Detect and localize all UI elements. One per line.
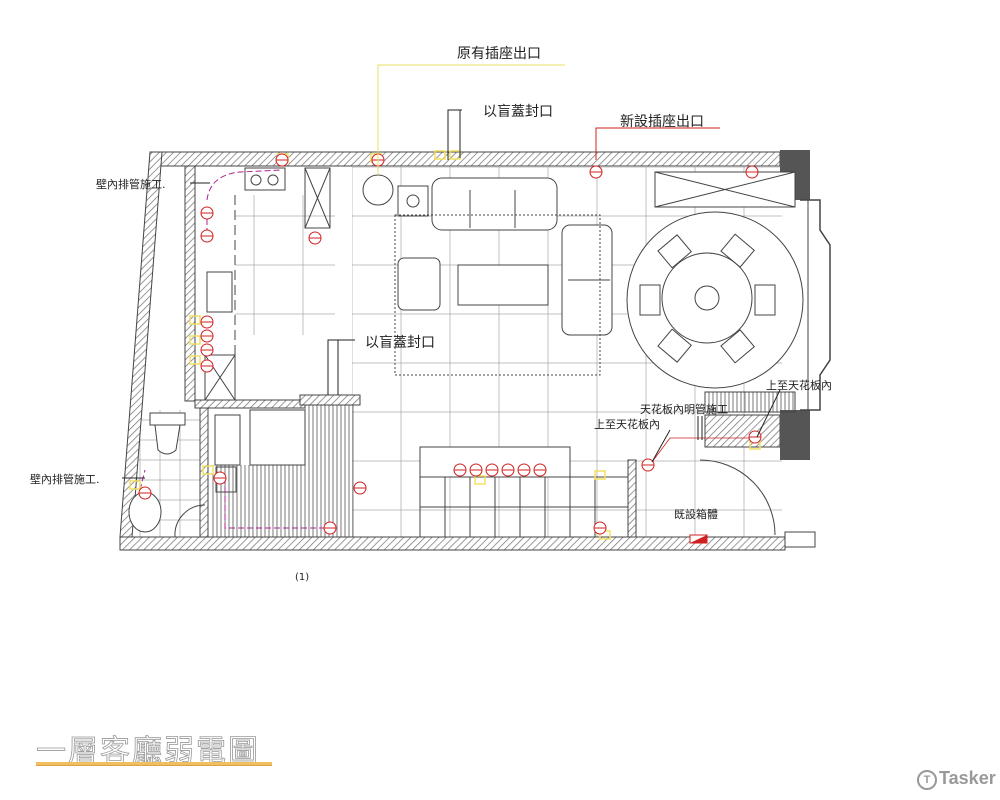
ceiling-conduit bbox=[651, 437, 755, 463]
marker-box bbox=[202, 465, 214, 475]
marker-box bbox=[189, 335, 201, 345]
outlet-symbol bbox=[517, 463, 531, 477]
marker-box bbox=[129, 480, 141, 490]
outlet-symbol bbox=[501, 463, 515, 477]
outlet-symbol bbox=[641, 458, 655, 472]
outlet-symbol bbox=[138, 486, 152, 500]
label-new-outlet: 新設插座出口 bbox=[620, 114, 704, 130]
label-wall-conduit-bottom: 壁內排管施工. bbox=[30, 472, 100, 486]
outlet-symbol bbox=[469, 463, 483, 477]
outlet-symbol bbox=[275, 153, 289, 167]
label-up-to-ceiling-left: 上至天花板內 bbox=[594, 417, 660, 431]
outlets bbox=[138, 153, 762, 535]
title-underline bbox=[36, 762, 272, 766]
outlet-symbol bbox=[200, 329, 214, 343]
outlet-symbol bbox=[200, 229, 214, 243]
dining-area bbox=[626, 171, 804, 536]
label-existing-outlet: 原有插座出口 bbox=[457, 46, 541, 62]
marker-box bbox=[434, 150, 446, 160]
outlet-symbol bbox=[200, 206, 214, 220]
outlet-symbol bbox=[200, 343, 214, 357]
outlet-symbol bbox=[453, 463, 467, 477]
marker-box bbox=[189, 355, 201, 365]
leader-lines bbox=[122, 64, 781, 479]
label-blind-cover-mid: 以盲蓋封口 bbox=[365, 334, 435, 351]
label-up-to-ceiling-right: 上至天花板內 bbox=[766, 378, 832, 392]
outlet-symbol bbox=[593, 521, 607, 535]
label-blind-cover-top: 以盲蓋封口 bbox=[483, 103, 553, 120]
existing-box-fill bbox=[690, 535, 707, 543]
outlet-symbol bbox=[533, 463, 547, 477]
outlet-symbol bbox=[589, 165, 603, 179]
marker-box bbox=[594, 470, 606, 480]
outlet-symbol bbox=[485, 463, 499, 477]
outlet-symbol bbox=[323, 521, 337, 535]
stair-wood-floor bbox=[305, 405, 355, 537]
living-furniture bbox=[362, 174, 613, 376]
label-existing-box: 既設箱體 bbox=[674, 507, 718, 521]
outlet-symbol bbox=[353, 481, 367, 495]
walls bbox=[119, 150, 831, 551]
bathroom bbox=[128, 412, 206, 538]
outlet-symbol bbox=[200, 359, 214, 373]
figure-number: (1) bbox=[295, 572, 309, 583]
outlet-symbol bbox=[308, 231, 322, 245]
logo-text: Tasker bbox=[939, 768, 996, 788]
label-wall-conduit-top: 壁內排管施工. bbox=[96, 177, 166, 191]
outlet-symbol bbox=[745, 165, 759, 179]
marker-box bbox=[189, 315, 201, 325]
kitchen bbox=[204, 167, 331, 493]
logo-icon: T bbox=[917, 770, 937, 790]
outlet-symbol bbox=[200, 315, 214, 329]
kitchen-floor bbox=[235, 195, 335, 335]
label-ceiling-exposed-conduit: 天花板內明管施工 bbox=[640, 402, 728, 416]
outlet-symbol bbox=[213, 471, 227, 485]
marker-box bbox=[474, 475, 486, 485]
